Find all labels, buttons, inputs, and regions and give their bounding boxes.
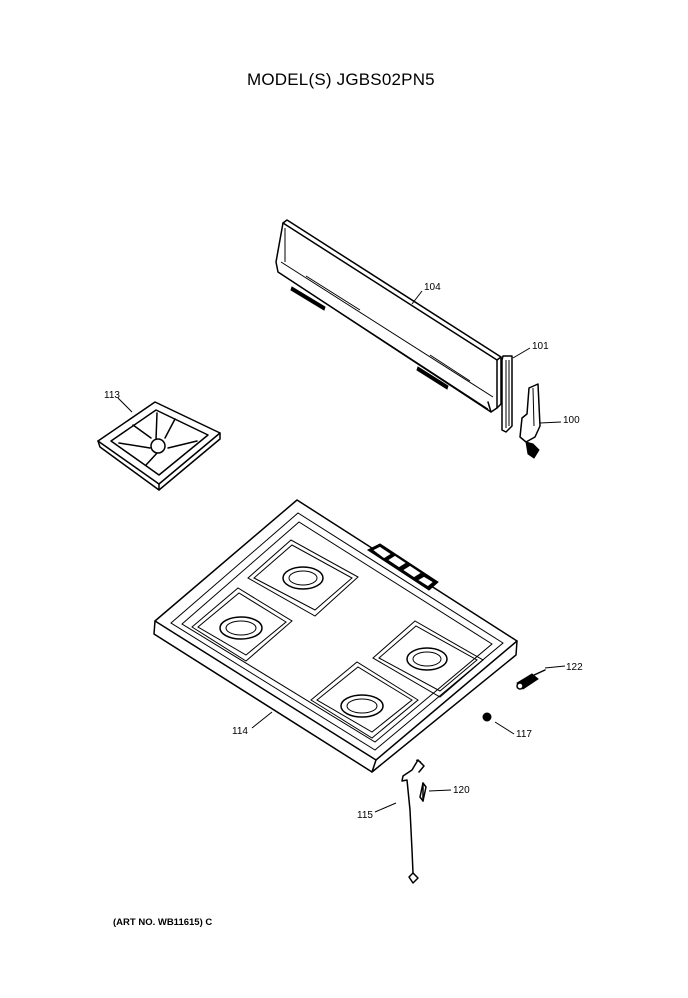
callout-104: 104 (424, 282, 441, 293)
button-part (482, 712, 492, 722)
callout-113: 113 (104, 390, 120, 401)
cooktop-part (153, 499, 518, 773)
cropped-header-text: · · · · (430, 0, 454, 5)
burner-pan-front-left (191, 587, 293, 662)
diagram-title: MODEL(S) JGBS02PN5 (247, 70, 435, 89)
art-number: (ART NO. WB11615) C (113, 917, 213, 928)
callout-101: 101 (532, 341, 549, 352)
callout-122: 122 (566, 662, 583, 673)
burner-pan-front-right (310, 661, 419, 739)
callout-117: 117 (516, 729, 532, 740)
leader-lines (117, 290, 566, 813)
callout-114: 114 (232, 726, 248, 737)
burner-grate-part (97, 401, 221, 491)
wire-rod-part (401, 759, 425, 884)
burner-pan-rear-right (372, 620, 484, 698)
clip-part (419, 782, 427, 802)
callout-100: 100 (563, 415, 580, 426)
end-cap-part (519, 383, 541, 459)
callout-115: 115 (357, 810, 373, 821)
backsplash-part (275, 219, 502, 413)
spring-hinge-part (516, 669, 546, 690)
callout-120: 120 (453, 785, 470, 796)
burner-pan-rear-left (247, 539, 359, 617)
bracket-part (501, 355, 513, 433)
